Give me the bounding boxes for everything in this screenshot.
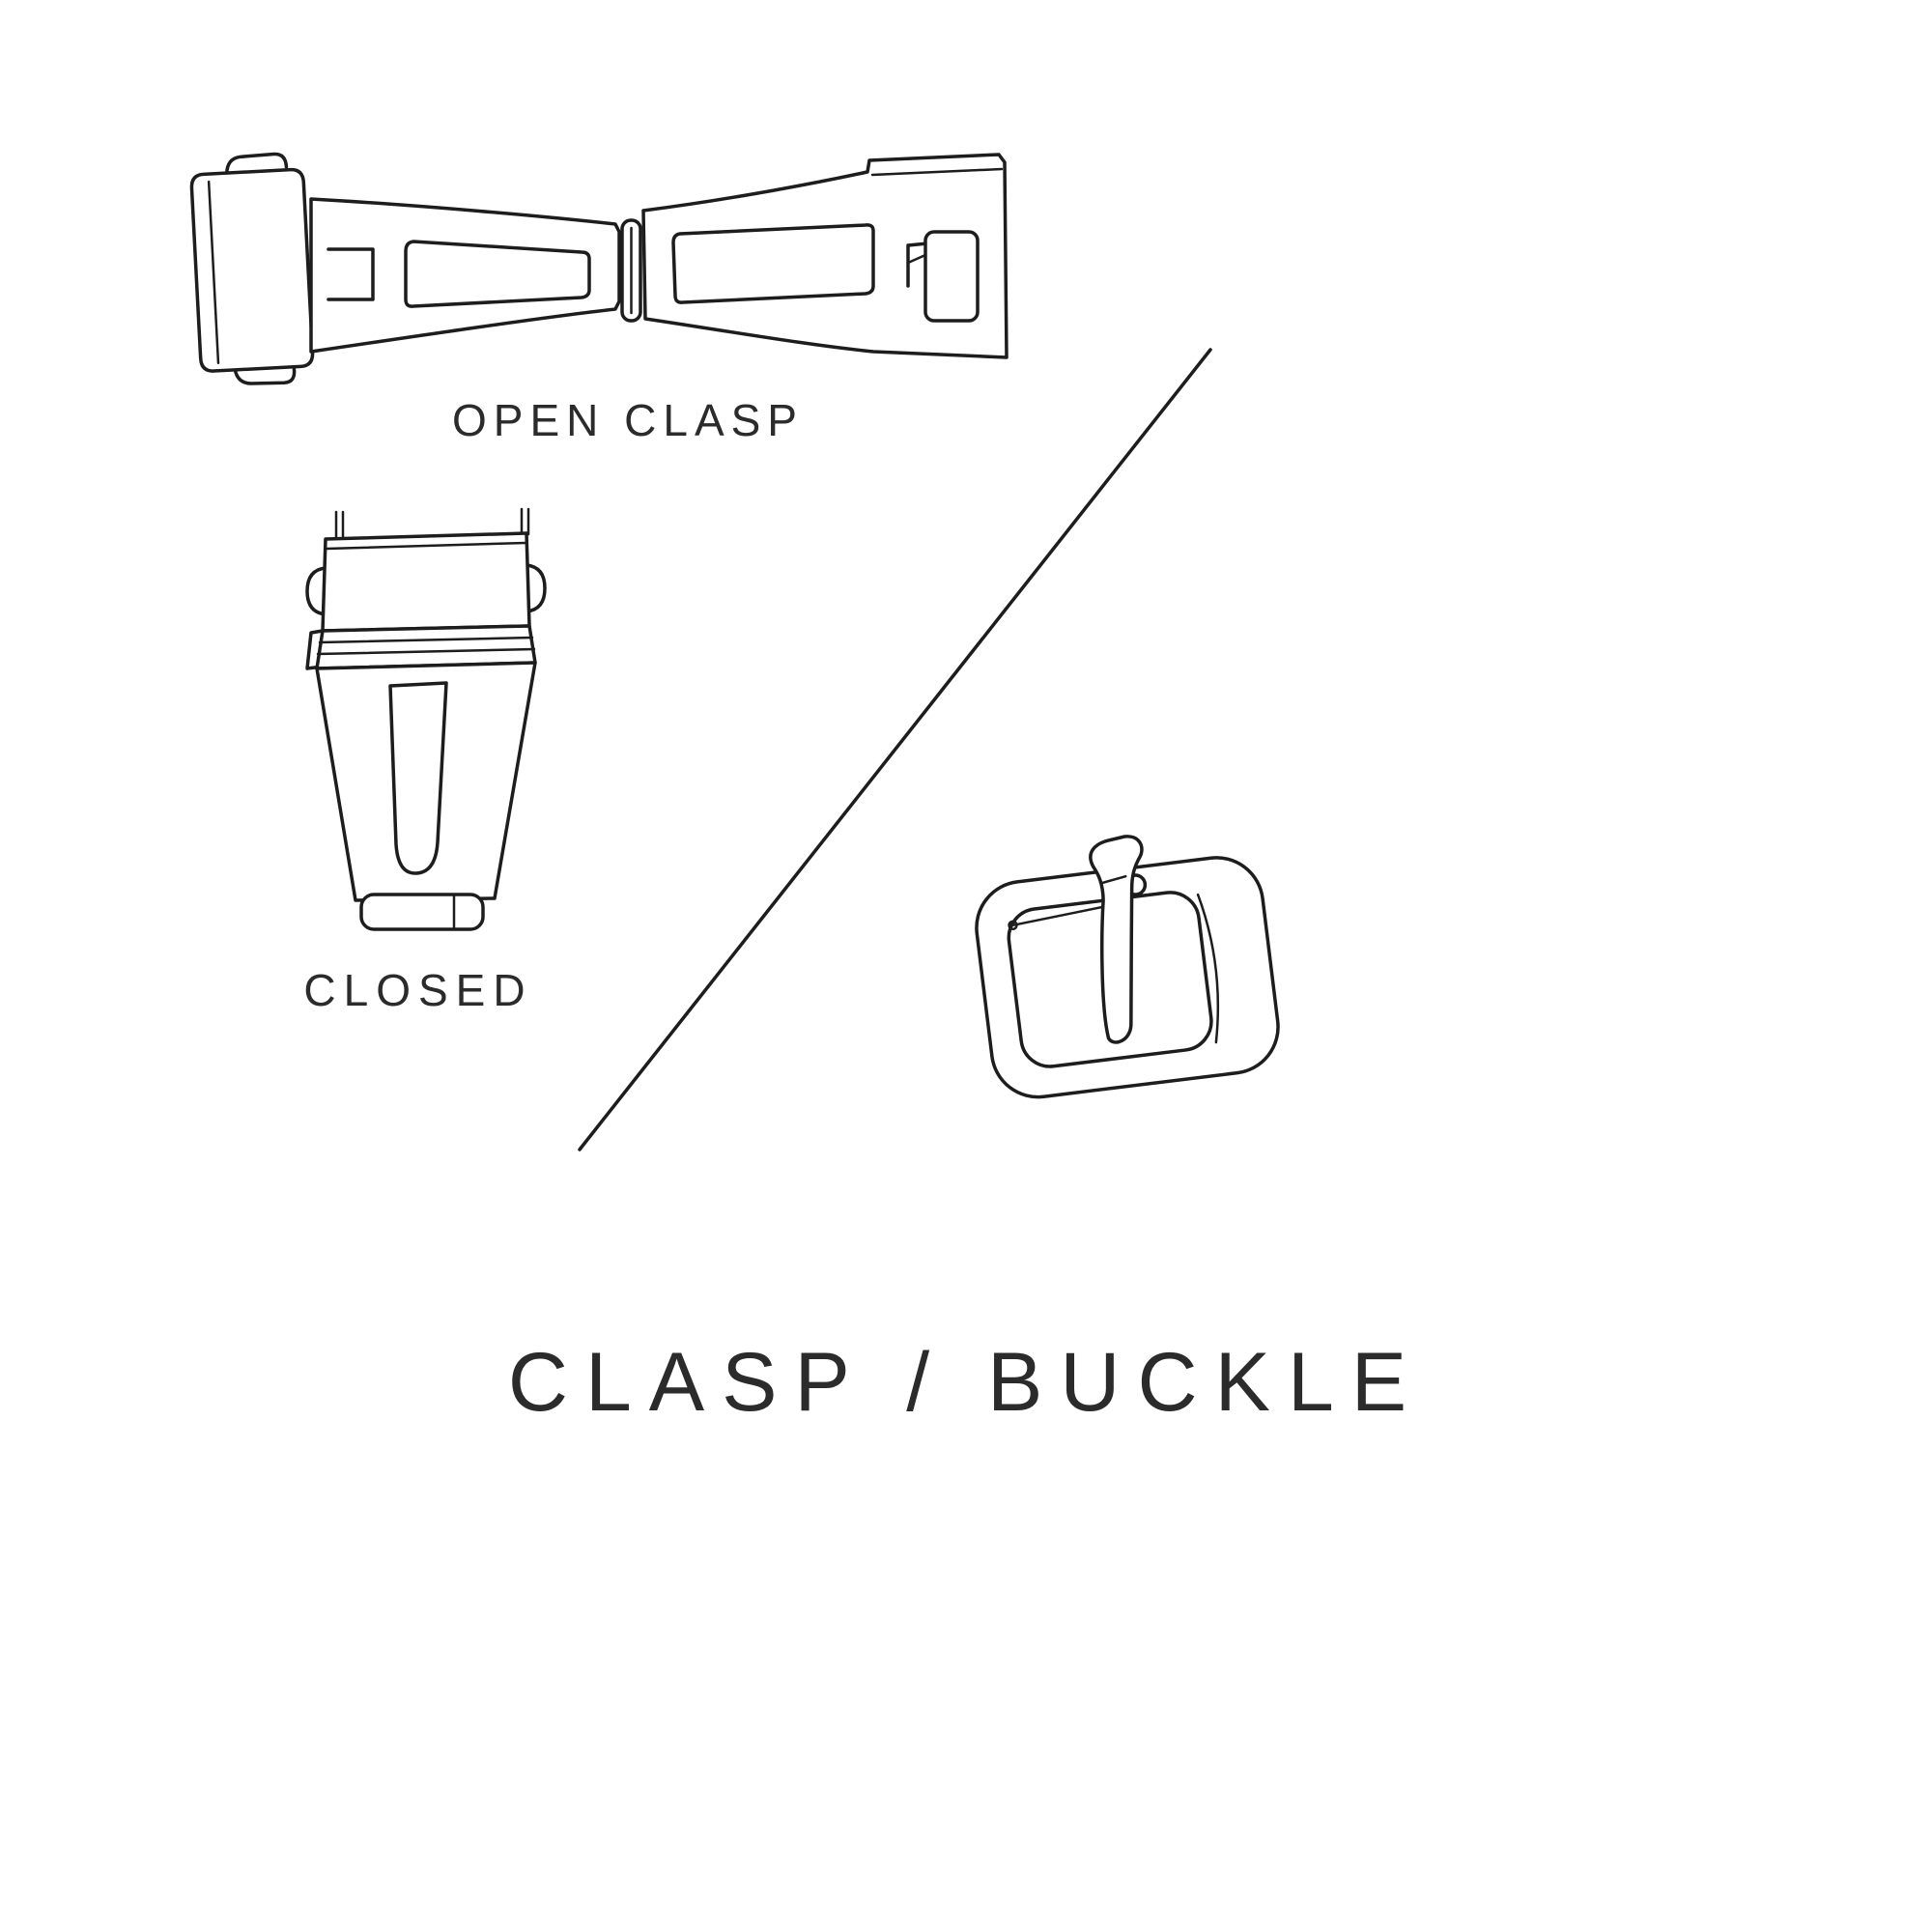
open-clasp-end-link: [189, 152, 315, 385]
closed-clasp-slot: [388, 681, 448, 875]
open-clasp-left-window: [404, 240, 591, 308]
open-clasp-hook-notch: [327, 247, 375, 301]
open-clasp-release-tab: [906, 242, 929, 288]
buckle-illustration: [975, 835, 1280, 1099]
closed-label: CLOSED: [303, 965, 533, 1015]
closed-clasp-left-ear: [305, 566, 327, 616]
closed-clasp-illustration: [305, 507, 547, 931]
open-clasp-right-window: [671, 223, 875, 304]
closed-clasp-left-prong: [334, 510, 345, 539]
open-clasp-illustration: [189, 152, 1009, 385]
buckle-prong: [1089, 835, 1144, 1044]
buckle-band-line: [1196, 893, 1220, 1044]
open-clasp-label: OPEN CLASP: [452, 395, 804, 445]
page-title: CLASP / BUCKLE: [507, 1336, 1425, 1429]
open-clasp-catch: [923, 230, 980, 323]
diagonal-divider: [578, 348, 1212, 1151]
closed-clasp-bottom-bar: [359, 893, 485, 931]
closed-clasp-right-ear: [525, 563, 547, 613]
closed-clasp-right-prong: [520, 507, 530, 536]
